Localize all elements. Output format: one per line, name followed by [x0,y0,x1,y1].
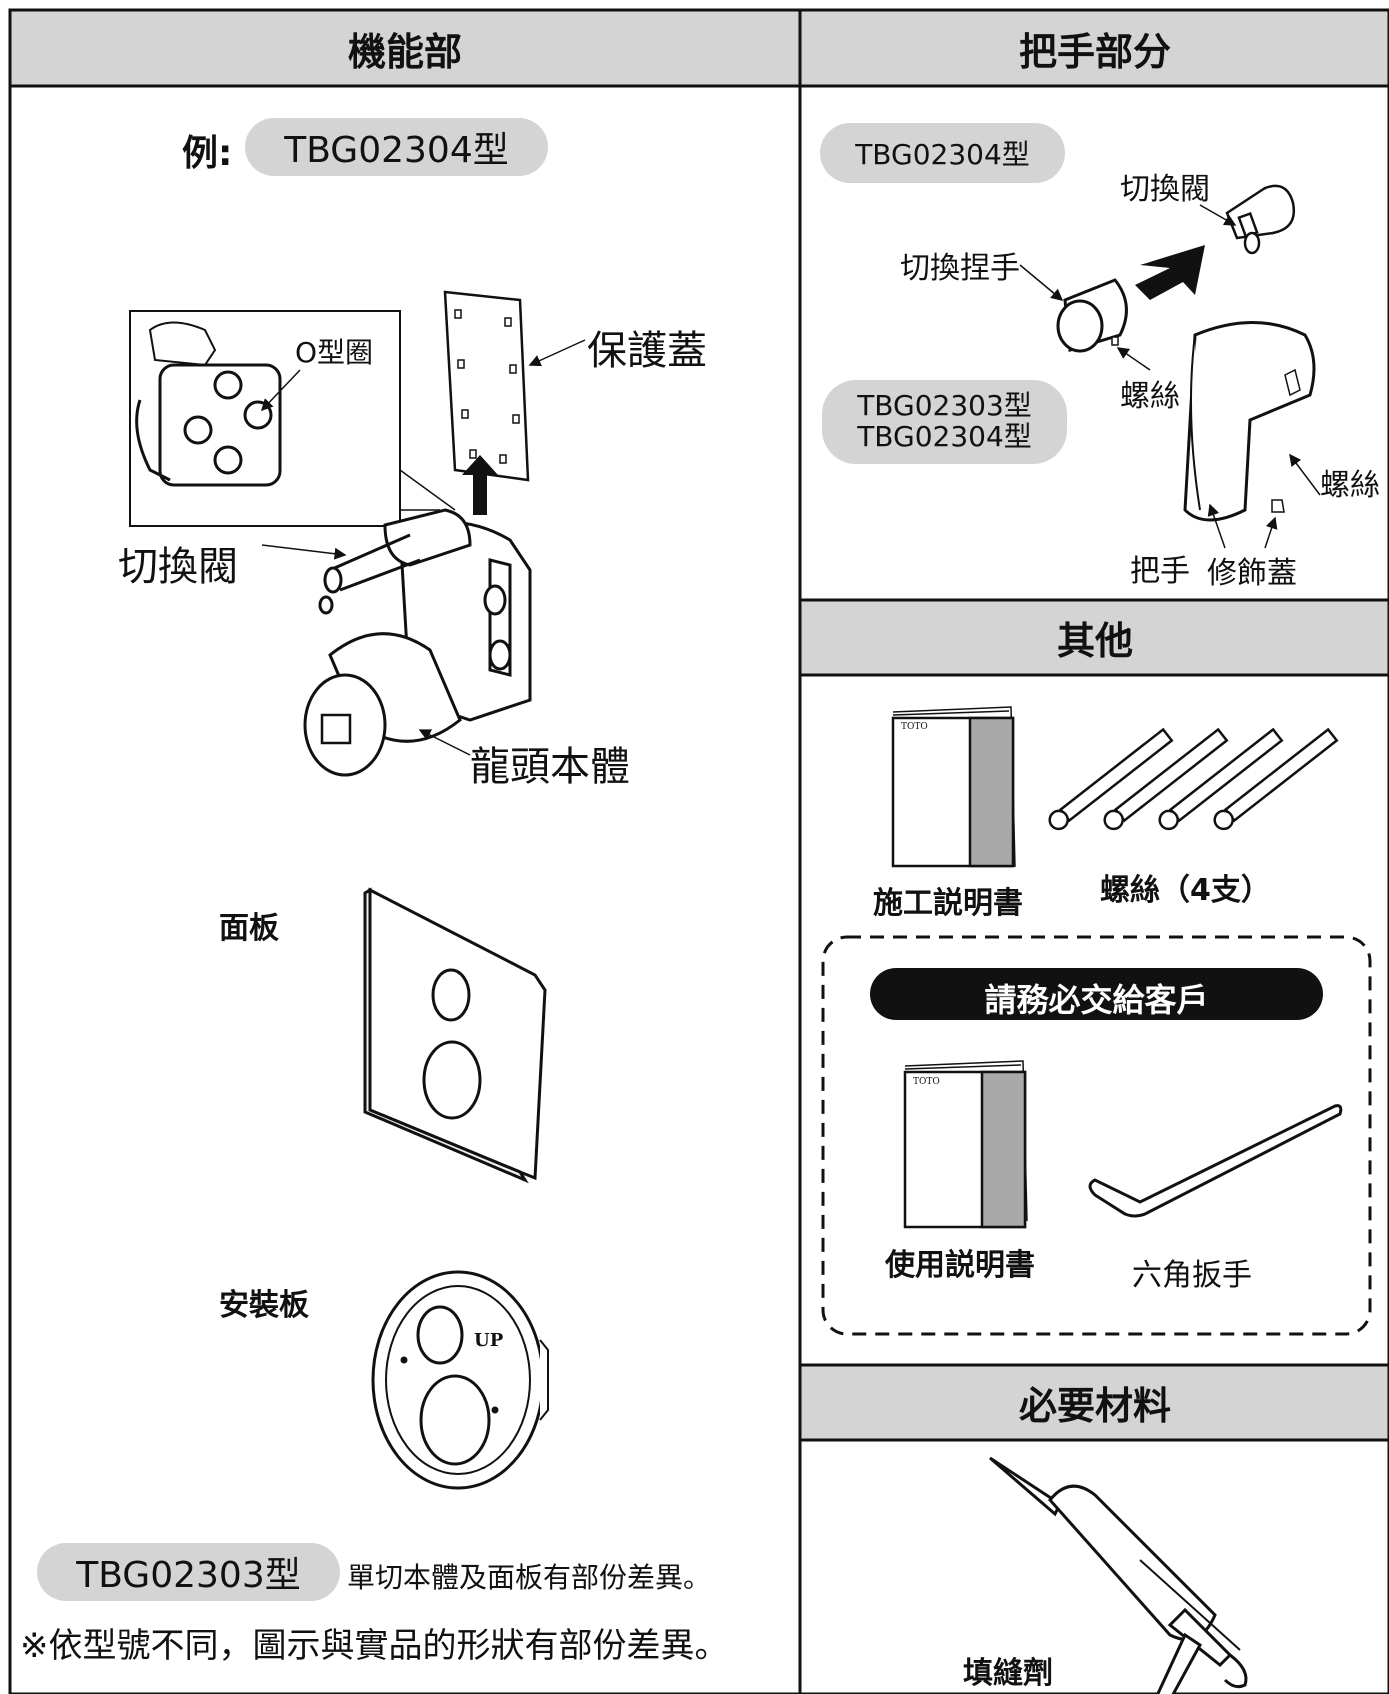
customer-items-box [821,935,1372,1336]
install-manual-brand: TOTO [901,722,928,732]
protective-cover-label: 保護蓋 [587,328,707,374]
example-model-text: TBG02304型 [284,130,509,171]
sealant-gun-drawing [989,1456,1248,1694]
up-arrow-icon [462,455,498,515]
handle-drawing [1183,321,1316,522]
example-prefix: 例: [182,133,233,174]
handle-model-a-pill: TBG02304型 [820,123,1065,183]
faucet-body-label: 龍頭本體 [470,744,630,790]
customer-banner-bg [870,968,1323,1020]
diverter-valve-label: 切換閥 [118,544,238,590]
mounting-plate-label: 安裝板 [219,1288,309,1323]
model-note-text: 單切本體及面板有部份差異。 [347,1561,712,1594]
insert-arrow-icon [1135,245,1205,300]
model-note-pill: TBG02303型 [37,1543,340,1601]
four-screws-drawing [1048,727,1339,831]
handle-model-b-line2: TBG02304型 [857,420,1032,453]
hex-wrench-label: 六角扳手 [1132,1258,1252,1293]
section-header-handle: 把手部分 [801,11,1389,85]
up-mark: UP [474,1330,504,1351]
screws-label: 螺絲（4支） [1100,873,1271,908]
handle-diverter-valve-label: 切換閥 [1120,172,1210,207]
sealant-label: 填縫劑 [963,1656,1053,1691]
diverter-valve-small-drawing [1225,184,1296,255]
protective-cover-drawing [443,290,586,482]
handle-model-a: TBG02304型 [855,138,1030,171]
page-frame [8,8,1389,1694]
trim-cap-label: 修飾蓋 [1207,556,1297,591]
panel-drawing [363,887,547,1184]
screw-label-1: 螺絲 [1120,379,1180,414]
section-title-materials: 必要材料 [1018,1384,1171,1428]
install-manual-label: 施工説明書 [873,886,1023,921]
handle-model-b-pill: TBG02303型 TBG02304型 [822,380,1067,464]
mounting-plate-drawing [371,1270,549,1490]
diverter-knob-drawing [1056,278,1128,353]
example-model-pill: TBG02304型 [245,118,548,176]
section-header-other: 其他 [801,601,1389,674]
section-title-other: 其他 [1056,619,1133,663]
handle-model-b-line1: TBG02303型 [857,389,1032,423]
panel-label: 面板 [219,911,279,946]
o-ring-label: O型圈 [295,336,374,369]
customer-banner: 請務必交給客戶 [984,981,1209,1019]
hex-wrench-drawing [1088,1104,1343,1218]
faucet-body-drawing [303,508,532,777]
screw-label-2: 螺絲 [1320,468,1380,503]
handle-label: 把手 [1130,554,1190,589]
user-manual-brand: TOTO [913,1077,940,1087]
section-title-function: 機能部 [347,29,462,74]
model-note-model: TBG02303型 [76,1555,301,1596]
section-header-function: 機能部 [11,11,799,85]
diverter-knob-label: 切換捏手 [900,251,1020,286]
section-header-materials: 必要材料 [801,1366,1389,1439]
install-manual-drawing [891,706,1016,868]
user-manual-label: 使用説明書 [885,1248,1035,1283]
footnote: ※依型號不同，圖示與實品的形狀有部份差異。 [20,1626,729,1666]
o-ring-inset [129,310,456,527]
user-manual-drawing [903,1060,1028,1229]
section-title-handle: 把手部分 [1018,29,1171,74]
